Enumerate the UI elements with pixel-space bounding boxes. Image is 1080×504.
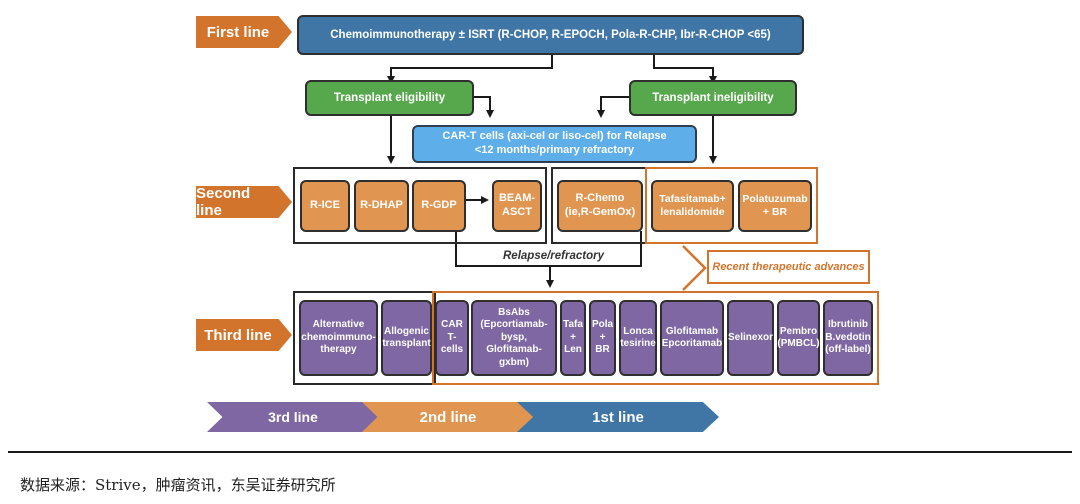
third-line-item-label: Glofitamab Epcoritamab (661, 325, 723, 350)
third-line-item: Alternative chemoimmuno- therapy (299, 300, 378, 376)
connector-recent-chevron (682, 245, 707, 291)
first-line-text: Chemoimmunotherapy ± ISRT (R-CHOP, R-EPO… (330, 28, 771, 41)
footer-divider (8, 451, 1072, 453)
second-line-item: R-Chemo (ie,R-GemOx) (557, 180, 643, 232)
second-line-item: BEAM- ASCT (492, 180, 542, 232)
third-line-item: Selinexor (727, 300, 774, 376)
third-line-item: CAR T-cells (435, 300, 469, 376)
third-line-item-label: Tafa + Len (563, 319, 583, 356)
third-line-label: Third line (196, 319, 292, 351)
third-line-item: Lonca tesirine (619, 300, 657, 376)
third-line-item-label: BsAbs (Epcortiamab- bysp, Glofitamab- gx… (480, 306, 548, 368)
connector-first-to-eligible (387, 54, 553, 84)
connector-eligible-to-cart (473, 96, 494, 118)
connector-relapse-bracket (455, 231, 642, 267)
third-line-item-label: Pembro (PMBCL) (777, 325, 820, 350)
timeline-1st-line-label: 1st line (592, 408, 644, 426)
second-line-item-label: R-DHAP (360, 199, 403, 212)
third-line-item-label: Lonca tesirine (620, 325, 656, 350)
third-line-recent-frame (432, 291, 879, 385)
recent-advances-text: Recent therapeutic advances (712, 261, 865, 273)
second-line-item-label: Polatuzumab + BR (742, 192, 808, 218)
second-line-label-text: Second line (196, 185, 251, 219)
second-line-item-label: R-GDP (421, 199, 457, 212)
second-line-item: R-DHAP (354, 180, 409, 232)
third-line-item: Pola + BR (589, 300, 616, 376)
third-line-item: Tafa + Len (560, 300, 586, 376)
transplant-eligibility-box: Transplant eligibility (305, 80, 474, 116)
third-line-item-label: Pola + BR (591, 319, 614, 356)
timeline-2nd-line: 2nd line (362, 402, 534, 432)
connector-ineligible-to-cart (597, 96, 630, 118)
timeline-3rd-line-label: 3rd line (268, 409, 318, 425)
cart-text-line2: <12 months/primary refractory (474, 144, 635, 156)
third-line-item: Allogenic transplant (381, 300, 432, 376)
second-line-item: R-GDP (412, 180, 466, 232)
relapse-refractory-label: Relapse/refractory (503, 250, 604, 262)
first-line-label: First line (196, 16, 292, 48)
second-line-eligible-frame (293, 167, 547, 244)
third-line-item: Pembro (PMBCL) (777, 300, 820, 376)
third-line-item-label: CAR T-cells (440, 319, 464, 356)
source-note: 数据来源：Strive，肿瘤资讯，东吴证券研究所 (20, 476, 336, 494)
third-line-item: Glofitamab Epcoritamab (660, 300, 724, 376)
cart-text-line1: CAR-T cells (axi-cel or liso-cel) for Re… (442, 130, 667, 143)
timeline-1st-line: 1st line (517, 402, 719, 432)
second-line-item-label: BEAM- ASCT (498, 192, 536, 218)
second-line-label: Second line (196, 186, 292, 218)
second-line-item: Tafasitamab+ lenalidomide (651, 180, 734, 232)
second-line-item-label: Tafasitamab+ lenalidomide (659, 192, 726, 218)
first-line-box: Chemoimmunotherapy ± ISRT (R-CHOP, R-EPO… (297, 15, 804, 55)
third-line-item-label: Allogenic transplant (382, 325, 431, 350)
third-line-label-text: Third line (204, 326, 272, 344)
timeline-3rd-line: 3rd line (207, 402, 379, 432)
second-line-item: R-ICE (300, 180, 350, 232)
connector-first-to-ineligible (653, 54, 717, 84)
cart-box: CAR-T cells (axi-cel or liso-cel) for Re… (412, 125, 697, 163)
first-line-label-text: First line (206, 23, 270, 41)
timeline-2nd-line-label: 2nd line (419, 408, 477, 426)
second-line-item-label: R-ICE (310, 199, 340, 212)
second-line-item: Polatuzumab + BR (738, 180, 812, 232)
transplant-ineligibility-text: Transplant ineligibility (652, 91, 774, 104)
third-line-item: BsAbs (Epcortiamab- bysp, Glofitamab- gx… (471, 300, 557, 376)
recent-advances-box: Recent therapeutic advances (707, 250, 870, 284)
second-line-recent-frame (645, 167, 818, 244)
transplant-ineligibility-box: Transplant ineligibility (629, 80, 797, 116)
third-line-item-label: Ibrutinib B.vedotin (off-label) (825, 319, 871, 356)
third-line-item-label: Alternative chemoimmuno- therapy (301, 319, 376, 356)
second-line-item-label: R-Chemo (ie,R-GemOx) (564, 192, 636, 218)
third-line-item: Ibrutinib B.vedotin (off-label) (823, 300, 873, 376)
transplant-eligibility-text: Transplant eligibility (333, 91, 446, 104)
third-line-item-label: Selinexor (727, 331, 774, 343)
